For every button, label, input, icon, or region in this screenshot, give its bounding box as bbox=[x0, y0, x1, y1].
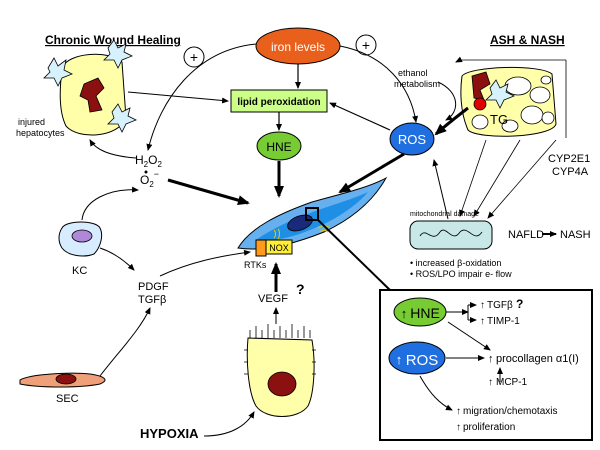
signaling-inset: ↑ HNE ↑ ROS ↑ TGFβ ? ↑ TIMP-1 ↑ procolla… bbox=[379, 289, 593, 441]
sec-label: SEC bbox=[56, 393, 79, 405]
lipid-peroxidation-box: lipid peroxidation bbox=[230, 89, 328, 113]
vegf-label: VEGF bbox=[258, 293, 288, 305]
svg-text:↑: ↑ bbox=[488, 353, 494, 365]
cyp4a-label: CYP4A bbox=[552, 166, 589, 178]
svg-text:↑: ↑ bbox=[480, 316, 485, 327]
inset-migration-label: migration/chemotaxis bbox=[463, 406, 557, 417]
ros-node: ROS bbox=[389, 122, 435, 156]
lipid-peroxidation-label: lipid peroxidation bbox=[237, 97, 320, 108]
svg-text:↑: ↑ bbox=[488, 377, 493, 388]
svg-text:H2O2: H2O2 bbox=[135, 153, 162, 169]
nox-box: NOX bbox=[265, 239, 293, 255]
superoxide-label: O2− bbox=[140, 169, 159, 189]
damage-star-1 bbox=[43, 57, 73, 87]
nafld-label: NAFLD bbox=[508, 229, 544, 241]
nash-label: NASH bbox=[560, 229, 591, 241]
iron-levels-label: iron levels bbox=[271, 40, 325, 54]
hypoxic-hepatocyte bbox=[244, 324, 316, 417]
injured-hepatocyte bbox=[43, 39, 137, 136]
h2o2-label: H2O2 bbox=[135, 153, 162, 169]
left-panel-title: Chronic Wound Healing bbox=[45, 33, 181, 47]
hne-label: HNE bbox=[266, 140, 291, 154]
sinusoidal-endothelial-cell bbox=[19, 372, 106, 388]
inset-proliferation-label: proliferation bbox=[463, 422, 515, 433]
hne-node: HNE bbox=[256, 131, 302, 161]
hypoxia-label: HYPOXIA bbox=[140, 426, 199, 441]
bullet-ros-lpo: • ROS/LPO impair e- flow bbox=[410, 269, 512, 279]
mitochondrion bbox=[409, 220, 493, 250]
kc-label: KC bbox=[72, 265, 87, 277]
rtk-receptor bbox=[255, 239, 267, 257]
plus-left: + bbox=[183, 46, 205, 68]
hepatocyte-nucleus bbox=[79, 77, 105, 113]
inset-procollagen-label: procollagen α1(I) bbox=[496, 353, 579, 365]
damage-star-3 bbox=[107, 103, 137, 133]
damage-star-2 bbox=[103, 39, 133, 69]
inset-tgfb-label: TGFβ bbox=[487, 300, 513, 311]
injured-label-2: hepatocytes bbox=[16, 128, 65, 138]
right-panel-title: ASH & NASH bbox=[490, 33, 565, 47]
steatotic-hepatocyte bbox=[460, 67, 557, 137]
inset-ros: ↑ ROS bbox=[388, 341, 446, 375]
ethanol-label-1: ethanol bbox=[398, 68, 428, 78]
inset-mcp-label: MCP-1 bbox=[496, 377, 528, 388]
inset-tgfb-q: ? bbox=[516, 297, 523, 311]
svg-text:↑: ↑ bbox=[456, 422, 461, 433]
inset-hne-label: HNE bbox=[410, 305, 440, 321]
ros-label: ROS bbox=[398, 132, 427, 147]
zoom-box bbox=[305, 207, 319, 221]
mito-label: mitochondrial damage bbox=[410, 211, 479, 218]
inset-hne: ↑ HNE bbox=[393, 297, 447, 327]
tgfb-left-label: TGFβ bbox=[138, 294, 166, 306]
pdgf-label: PDGF bbox=[138, 281, 169, 293]
stellate-cell bbox=[237, 176, 388, 250]
plus-right: + bbox=[355, 34, 377, 56]
nox-label: NOX bbox=[269, 243, 289, 253]
bullet-beta-oxidation: • increased β-oxidation bbox=[410, 258, 501, 268]
svg-text:↑: ↑ bbox=[480, 300, 485, 311]
tg-label: TG bbox=[490, 112, 508, 127]
injured-label-1: injured bbox=[18, 117, 45, 127]
svg-text:O2−: O2− bbox=[140, 169, 159, 189]
iron-levels-node: iron levels bbox=[255, 27, 341, 65]
svg-text:↑: ↑ bbox=[401, 306, 408, 321]
ethanol-label-2: metabolism bbox=[394, 79, 440, 89]
inset-timp-label: TIMP-1 bbox=[487, 316, 520, 327]
cyp2e1-label: CYP2E1 bbox=[548, 153, 590, 165]
plus-left-label: + bbox=[190, 49, 198, 65]
svg-text:↑: ↑ bbox=[396, 352, 403, 367]
question-label: ? bbox=[296, 281, 305, 297]
plus-right-label: + bbox=[362, 37, 370, 53]
rtks-label: RTKs bbox=[244, 260, 267, 270]
inset-ros-label: ROS bbox=[406, 352, 439, 369]
svg-text:↑: ↑ bbox=[456, 406, 461, 417]
kupffer-cell bbox=[58, 221, 103, 257]
